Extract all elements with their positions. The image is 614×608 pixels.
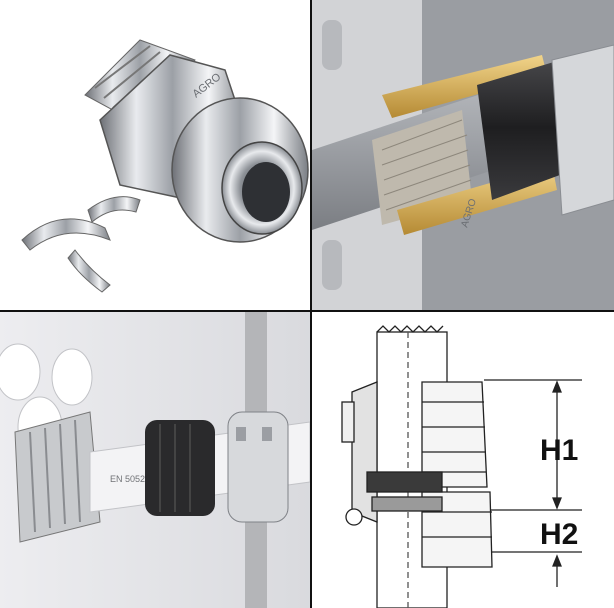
h2-label: H2: [540, 518, 578, 551]
panel-exploded-view: EN 50525-2-51: [0, 312, 310, 608]
brass-body: [382, 55, 547, 118]
gland-body: [14, 411, 101, 543]
panel-cutaway: AGRO: [312, 0, 614, 310]
cutaway-illustration: AGRO: [312, 0, 614, 310]
cable-print-text: EN 50525-2-51: [110, 474, 171, 484]
gland-product-illustration: AGRO: [21, 39, 309, 293]
horizontal-divider: [0, 310, 614, 312]
panel-gland-product: AGRO: [0, 0, 310, 310]
vertical-divider: [310, 0, 312, 608]
h1-label: H1: [540, 434, 578, 467]
dome-nut: [551, 44, 614, 216]
wall-holes: [0, 343, 93, 458]
dimension-drawing: H1 H2: [341, 325, 582, 608]
seal-ring: [145, 420, 215, 516]
drawing-seal: [366, 471, 443, 493]
exploded-illustration: EN 50525-2-51: [0, 312, 310, 608]
panel-dimension-drawing: H1 H2: [312, 312, 614, 608]
drawing-hex-nut: [421, 381, 488, 488]
earthing-clip: [21, 196, 141, 293]
